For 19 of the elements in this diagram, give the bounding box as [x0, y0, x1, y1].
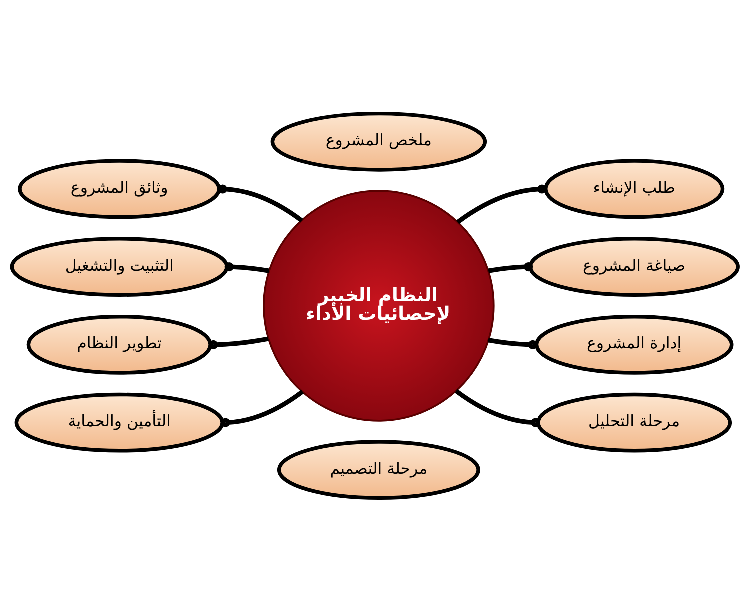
node-circle: النظام الخبير لإحصائيات الأداء	[263, 190, 495, 422]
node-ellipse: مرحلة التحليل	[536, 392, 732, 452]
node-ellipse: وثائق المشروع	[18, 158, 222, 219]
node-ellipse: تطوير النظام	[26, 314, 212, 374]
node-ellipse: طلب الإنشاء	[544, 158, 725, 219]
node-ellipse: إدارة المشروع	[534, 314, 734, 374]
connector	[209, 336, 270, 349]
connector	[488, 338, 538, 349]
node-ellipse: صياغة المشروع	[528, 236, 740, 296]
connector	[454, 388, 540, 427]
connector	[218, 184, 304, 222]
node-ellipse: مرحلة التصميم	[277, 440, 480, 500]
connector	[224, 262, 270, 273]
node-ellipse: ملخص المشروع	[270, 111, 488, 172]
connector	[488, 262, 534, 273]
connector	[456, 184, 547, 224]
node-ellipse: التثبيت والتشغيل	[10, 236, 229, 296]
node-ellipse: التأمين والحماية	[14, 392, 224, 452]
connector	[221, 389, 304, 427]
